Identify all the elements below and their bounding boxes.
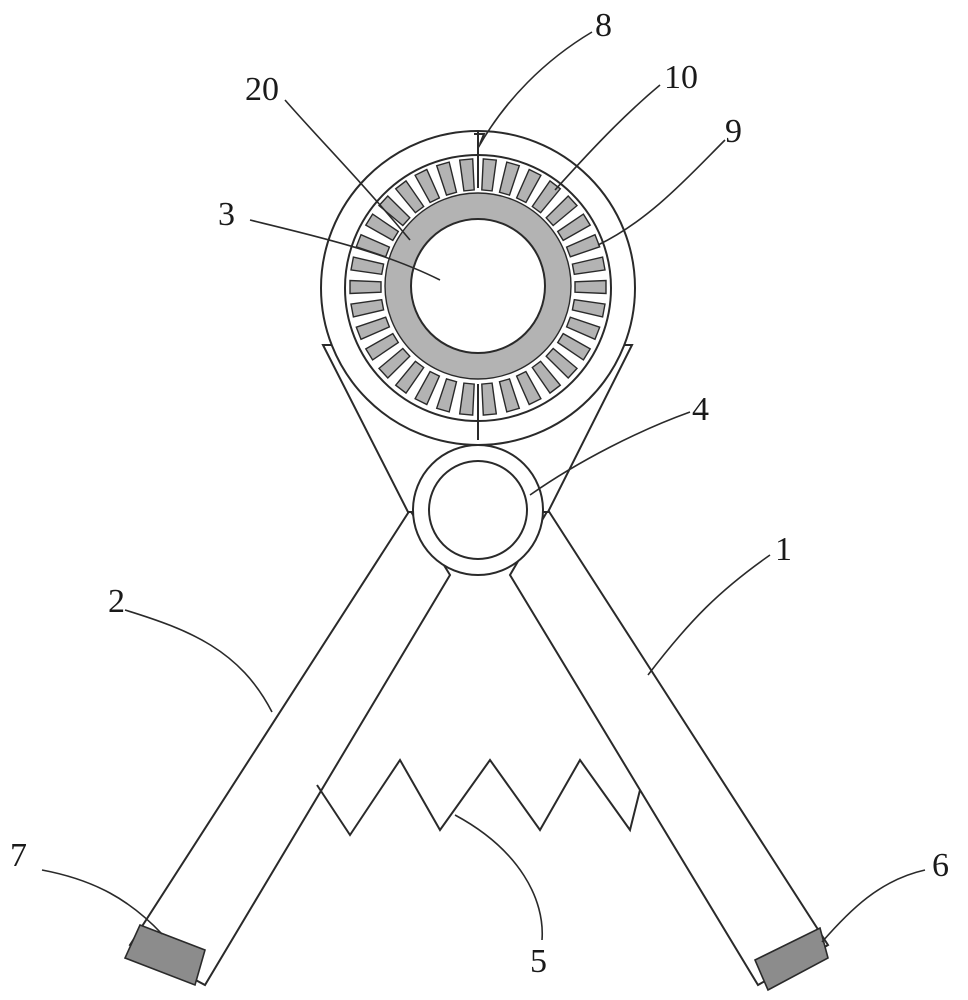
label-1: 1 [775,531,792,568]
ratchet-tooth [435,161,458,196]
ratchet-tooth [556,213,592,242]
label-6: 6 [932,847,949,884]
left-handle [128,508,452,987]
ratchet-tooth [355,233,391,258]
ratchet-tooth [364,332,400,361]
ratchet-tooth [498,161,521,196]
leader-10 [554,84,661,191]
ratchet-tooth [565,233,601,258]
leader-6 [821,869,926,943]
ratchet-tooth [394,360,425,395]
pivot-inner [428,460,528,560]
ratchet-tooth [565,316,601,341]
label-3: 3 [218,196,235,233]
label-10: 10 [664,59,698,96]
ratchet-tooth [574,279,607,295]
ratchet-tooth [515,370,542,406]
ratchet-tooth [350,256,385,276]
ratchet-tooth [531,179,562,214]
label-5: 5 [530,943,547,980]
ratchet-tooth [350,298,385,318]
label-7: 7 [10,837,27,874]
ratchet-tooth [571,298,606,318]
leader-2 [124,609,273,713]
ratchet-tooth [571,256,606,276]
leader-7 [41,869,163,935]
label-8: 8 [595,7,612,44]
ratchet-tooth [481,158,498,192]
ratchet-tooth [355,316,391,341]
ratchet-tooth [458,382,475,416]
leader-5 [454,814,544,941]
leader-9 [597,139,726,246]
right-grip-tip [753,926,829,992]
leader-4 [529,411,691,496]
ratchet-tooth [364,213,400,242]
ratchet-tooth [498,378,521,413]
serrated-jaw [316,758,641,837]
label-20: 20 [245,71,279,108]
ratchet-tooth [377,347,411,380]
ratchet-tooth [394,179,425,214]
ratchet-tooth [481,382,498,416]
center-bore [410,218,546,354]
ratchet-tooth [545,194,579,227]
leader-1 [647,554,771,676]
ratchet-tooth [435,378,458,413]
label-9: 9 [725,113,742,150]
label-4: 4 [692,391,709,428]
ratchet-tooth [414,370,441,406]
leader-3 [249,219,441,281]
ratchet-teeth [349,158,607,416]
left-grip-tip [123,923,206,987]
ratchet-tooth [515,168,542,204]
ratchet-tooth [556,332,592,361]
ratchet-tooth [377,194,411,227]
leader-8 [477,31,593,149]
label-2: 2 [108,583,125,620]
ratchet-tooth [414,168,441,204]
ratchet-tooth [545,347,579,380]
right-handle [508,508,830,987]
ratchet-tooth [349,279,382,295]
leader-20 [284,99,411,241]
ratchet-tooth [531,360,562,395]
ratchet-tooth [458,158,475,192]
